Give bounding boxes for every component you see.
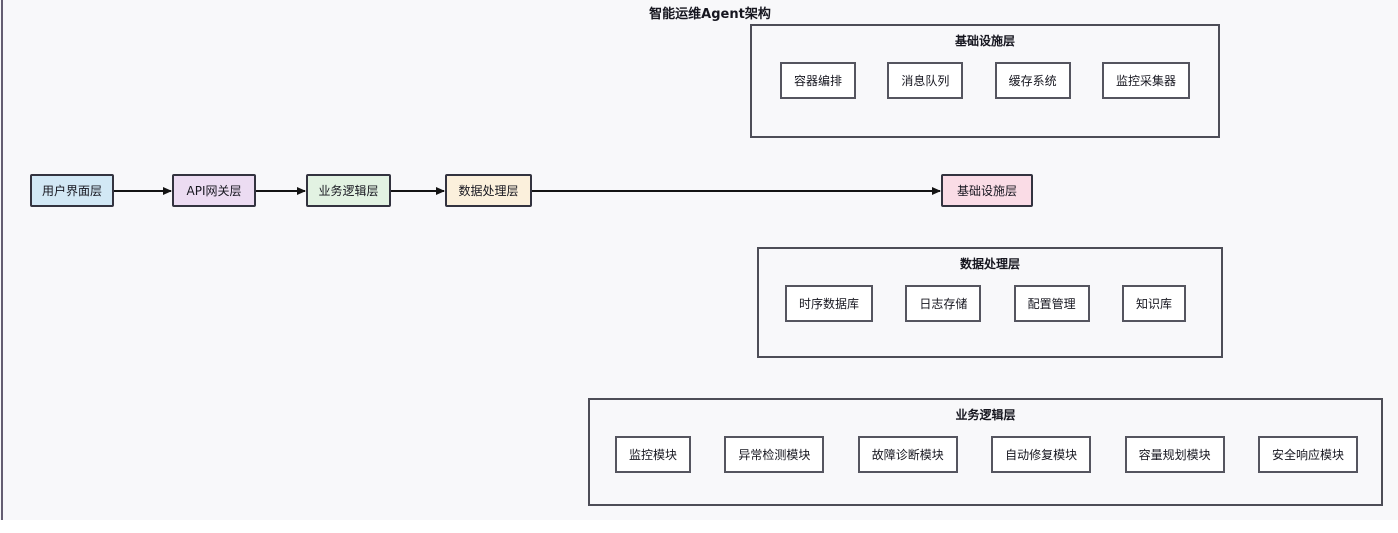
- diagram-canvas: 智能运维Agent架构 用户界面层 API网关层 业务逻辑层 数据处理层 基础设…: [1, 0, 1383, 520]
- group-items-row: 时序数据库 日志存储 配置管理 知识库: [759, 285, 1221, 322]
- flow-node-api-gateway-layer: API网关层: [172, 174, 256, 207]
- flow-arrow-3: [391, 187, 445, 195]
- item-capacity-planning-module: 容量规划模块: [1124, 436, 1225, 473]
- group-title: 业务逻辑层: [955, 408, 1016, 422]
- flow-node-data-processing-layer: 数据处理层: [445, 174, 532, 207]
- item-container-orchestration: 容器编排: [780, 62, 857, 99]
- flow-node-business-logic-layer: 业务逻辑层: [306, 174, 391, 207]
- canvas-left-border: [1, 0, 3, 520]
- item-security-response-module: 安全响应模块: [1257, 436, 1358, 473]
- flow-node-infrastructure-layer: 基础设施层: [941, 174, 1033, 207]
- flow-node-user-interface-layer: 用户界面层: [30, 174, 114, 207]
- group-items-row: 监控模块 异常检测模块 故障诊断模块 自动修复模块 容量规划模块 安全响应模块: [590, 436, 1381, 473]
- group-data-processing-layer: 数据处理层 时序数据库 日志存储 配置管理 知识库: [757, 247, 1223, 358]
- diagram-title: 智能运维Agent架构: [649, 7, 771, 22]
- item-log-storage: 日志存储: [905, 285, 982, 322]
- item-message-queue: 消息队列: [887, 62, 964, 99]
- item-auto-repair-module: 自动修复模块: [991, 436, 1092, 473]
- item-monitoring-collector: 监控采集器: [1101, 62, 1190, 99]
- group-infrastructure-layer: 基础设施层 容器编排 消息队列 缓存系统 监控采集器: [750, 24, 1220, 138]
- item-timeseries-database: 时序数据库: [785, 285, 874, 322]
- item-config-management: 配置管理: [1013, 285, 1090, 322]
- bottom-margin: [0, 520, 1398, 533]
- item-fault-diagnosis-module: 故障诊断模块: [857, 436, 958, 473]
- flow-arrow-1: [114, 187, 172, 195]
- item-monitoring-module: 监控模块: [615, 436, 692, 473]
- item-knowledge-base: 知识库: [1121, 285, 1186, 322]
- group-title: 基础设施层: [954, 34, 1015, 48]
- group-business-logic-layer: 业务逻辑层 监控模块 异常检测模块 故障诊断模块 自动修复模块 容量规划模块 安…: [588, 398, 1383, 506]
- flow-arrow-2: [256, 187, 306, 195]
- group-title: 数据处理层: [959, 257, 1020, 271]
- item-anomaly-detection-module: 异常检测模块: [724, 436, 825, 473]
- item-cache-system: 缓存系统: [994, 62, 1071, 99]
- group-items-row: 容器编排 消息队列 缓存系统 监控采集器: [752, 62, 1218, 99]
- flow-arrow-4: [532, 187, 941, 195]
